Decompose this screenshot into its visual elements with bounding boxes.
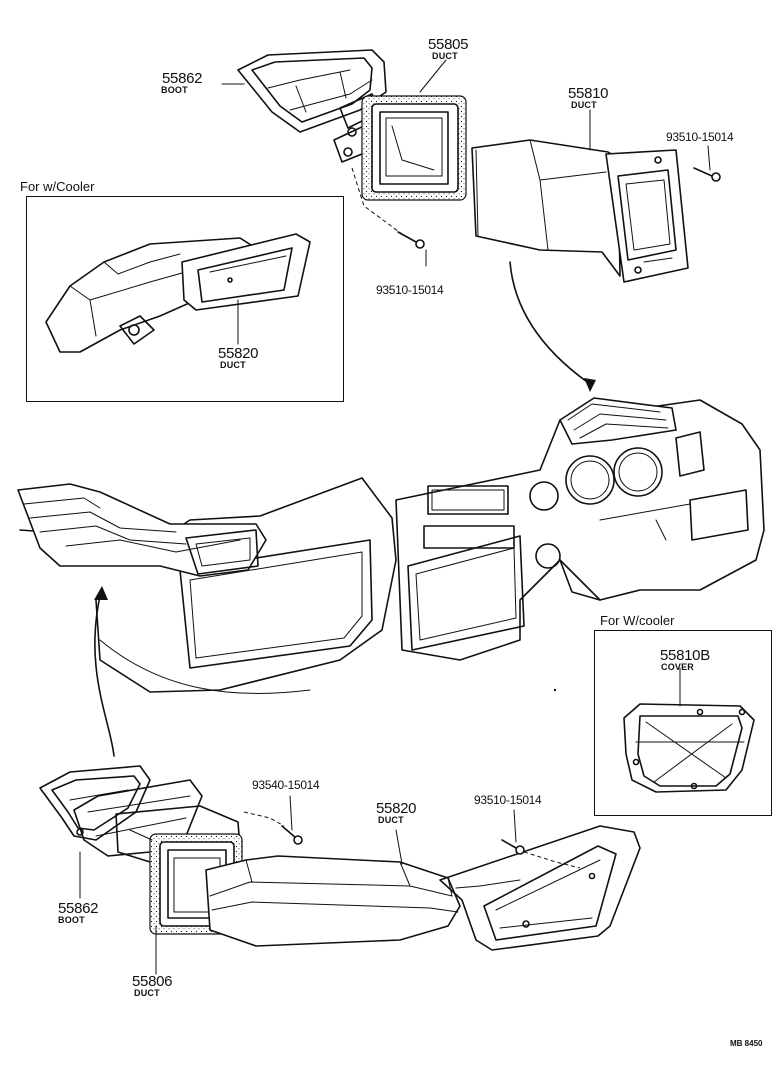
arrow-55810-to-dash bbox=[509, 261, 596, 392]
boot-55862-top-drawing bbox=[237, 49, 387, 133]
screw-bottom-left-drawing bbox=[243, 811, 303, 845]
arrow-bottom-to-left-duct bbox=[94, 586, 115, 757]
drawing-code: MB 8450 bbox=[730, 1039, 763, 1048]
leader-screw-bottom-left bbox=[289, 795, 293, 831]
callout-boot-top-desc: BOOT bbox=[161, 85, 188, 95]
leader-55820-bottom bbox=[395, 829, 403, 865]
leader-55805 bbox=[419, 59, 447, 93]
callout-screw-bottom-right-part: 93510-15014 bbox=[474, 793, 542, 807]
stray-mark bbox=[553, 688, 557, 692]
callout-duct-55820-bottom-desc: DUCT bbox=[378, 815, 404, 825]
screw-bottom-right-drawing bbox=[501, 839, 581, 869]
callout-duct-55806-part: 55806 bbox=[132, 973, 173, 990]
callout-screw-bottom-left-part: 93540-15014 bbox=[252, 778, 320, 792]
duct-55810-drawing bbox=[471, 139, 689, 283]
screw-top-mid-drawing bbox=[351, 167, 425, 249]
callout-duct-55820-bottom-part: 55820 bbox=[376, 800, 417, 817]
callout-boot-top-part: 55862 bbox=[162, 70, 203, 87]
callout-duct-55810-desc: DUCT bbox=[571, 100, 597, 110]
inset-cover-55810b-drawing bbox=[623, 703, 755, 793]
callout-duct-55820-inset-desc: DUCT bbox=[220, 360, 246, 370]
duct-55820-bottom-drawing bbox=[205, 825, 641, 951]
duct-55805-drawing bbox=[333, 93, 467, 201]
callout-duct-55806-desc: DUCT bbox=[134, 988, 160, 998]
inset-frame-cooler-right bbox=[594, 630, 772, 816]
callout-boot-bottom-desc: BOOT bbox=[58, 915, 85, 925]
dashboard-drawing bbox=[17, 397, 765, 694]
callout-duct-55810-part: 55810 bbox=[568, 85, 609, 102]
inset-title-cooler-left: For w/Cooler bbox=[20, 179, 95, 194]
inset-title-cooler-right: For W/cooler bbox=[600, 613, 675, 628]
screw-top-right-drawing bbox=[693, 167, 721, 182]
inset-duct-55820-drawing bbox=[45, 233, 311, 353]
inset-frame-cooler-left bbox=[26, 196, 344, 402]
callout-cover-55810b-desc: COVER bbox=[661, 662, 695, 672]
callout-screw-top-right-part: 93510-15014 bbox=[666, 130, 734, 144]
leader-screw-top-right bbox=[707, 145, 711, 171]
callout-boot-bottom-part: 55862 bbox=[58, 900, 99, 917]
callout-cover-55810b-part: 55810B bbox=[660, 647, 710, 664]
callout-duct-55820-inset-part: 55820 bbox=[218, 345, 259, 362]
callout-duct-55805-desc: DUCT bbox=[432, 51, 458, 61]
callout-screw-top-mid-part: 93510-15014 bbox=[376, 283, 444, 297]
leader-screw-bottom-right bbox=[513, 809, 517, 843]
callout-duct-55805-part: 55805 bbox=[428, 36, 469, 53]
